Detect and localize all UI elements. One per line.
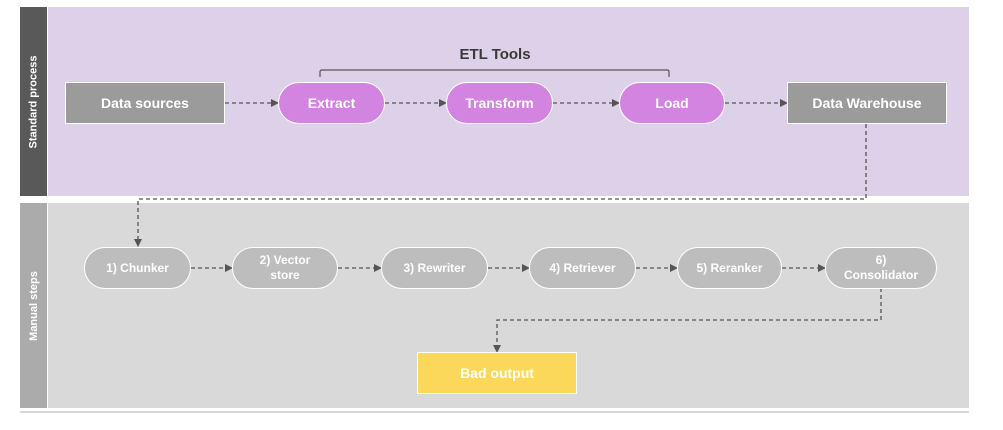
node-reranker: 5) Reranker (677, 247, 782, 289)
lane-label-manual-steps: Manual steps (20, 203, 47, 408)
bottom-divider (20, 411, 969, 413)
node-data-sources: Data sources (65, 82, 225, 124)
node-transform: Transform (446, 82, 553, 124)
etl-tools-brace (319, 69, 670, 77)
node-consolidator: 6) Consolidator (825, 247, 937, 289)
node-load: Load (619, 82, 725, 124)
edge-warehouse-to-chunker (134, 124, 867, 247)
node-data-warehouse: Data Warehouse (787, 82, 947, 124)
node-chunker: 1) Chunker (84, 247, 191, 289)
node-vector-store: 2) Vector store (232, 247, 338, 289)
node-bad-output: Bad output (417, 352, 577, 394)
node-rewriter: 3) Rewriter (381, 247, 488, 289)
edge-consolidator-to-bad-output (493, 288, 882, 353)
lane-label-standard-process: Standard process (20, 7, 47, 196)
node-extract: Extract (278, 82, 385, 124)
node-retriever: 4) Retriever (529, 247, 636, 289)
group-label-etl-tools: ETL Tools (459, 46, 531, 63)
